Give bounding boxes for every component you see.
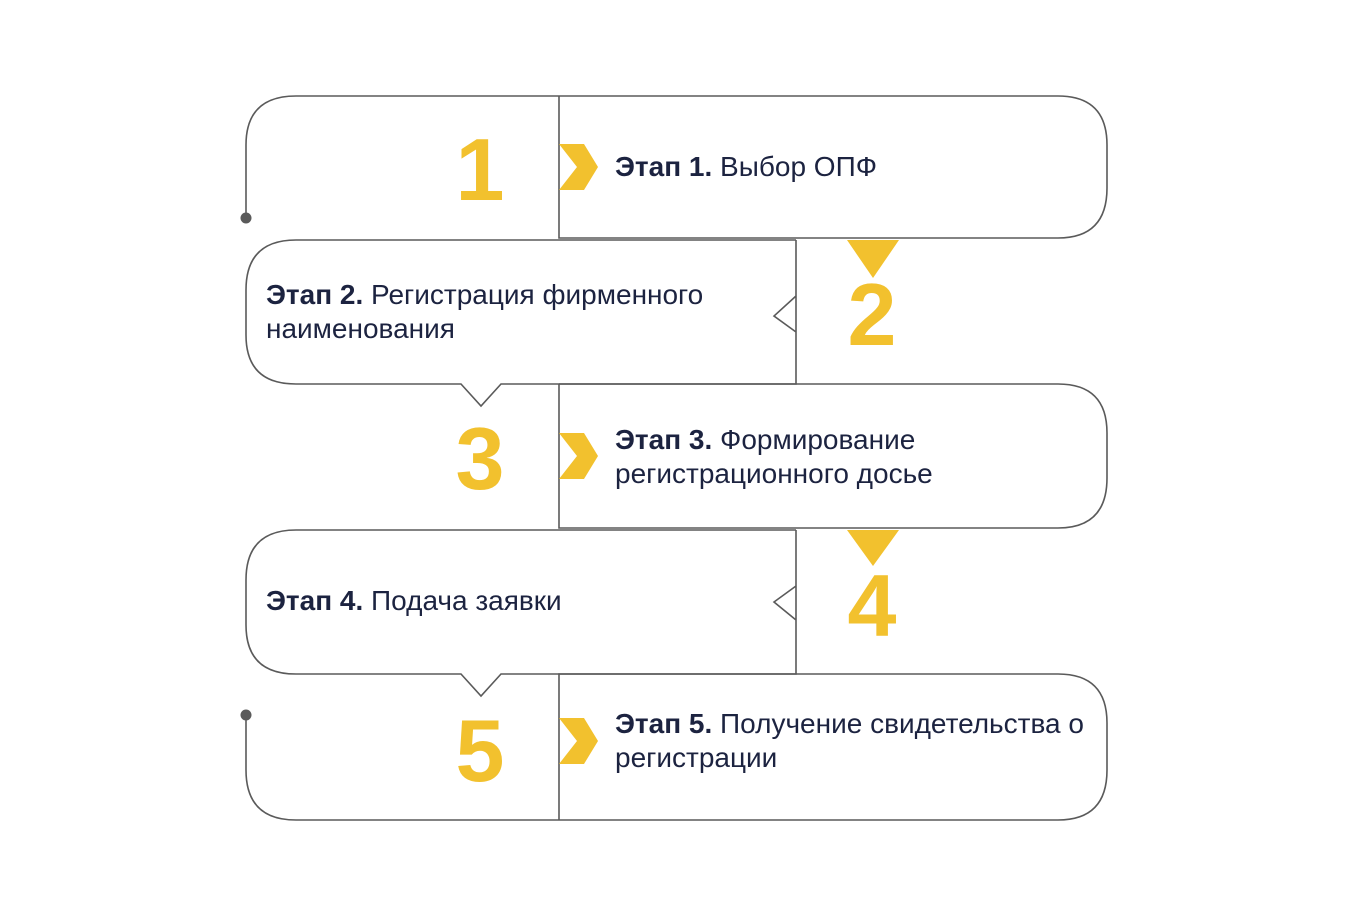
step-1-box: [245, 95, 1108, 239]
step-3-description: Формирование регистрационного досье: [615, 424, 933, 489]
step-5-label: Этап 5.: [615, 708, 713, 739]
step-5-description: Получение свидетельства о регистрации: [615, 708, 1084, 773]
step-4-description: Подача заявки: [371, 585, 562, 616]
step-4-label: Этап 4.: [266, 585, 364, 616]
step-2-description: Регистрация фирменного наименования: [266, 279, 704, 344]
chevron-right-icon: [559, 433, 598, 479]
chevron-right-icon: [559, 718, 598, 764]
chevron-down-icon: [847, 530, 899, 566]
start-dot: [240, 212, 252, 224]
step-1-label: Этап 1.: [615, 151, 713, 182]
chevron-down-icon: [847, 240, 899, 278]
step-5-number: 5: [455, 701, 505, 800]
step-3-label: Этап 3.: [615, 424, 713, 455]
end-dot: [240, 709, 252, 721]
step-3-number: 3: [455, 409, 505, 508]
step-5-text: Этап 5. Получение свидетельства о регист…: [615, 707, 1085, 775]
step-1-text: Этап 1. Выбор ОПФ: [615, 150, 1085, 184]
step-2-number: 2: [847, 265, 897, 364]
step-3-text: Этап 3. Формирование регистрационного до…: [615, 423, 1055, 491]
step-1-description: Выбор ОПФ: [720, 151, 877, 182]
step-1-number: 1: [455, 120, 505, 219]
step-2-text: Этап 2. Регистрация фирменного наименова…: [266, 278, 766, 346]
chevron-right-icon: [559, 144, 598, 190]
step-2-box: [245, 239, 797, 408]
step-5-box: [245, 673, 1108, 821]
step-4-box: [245, 529, 797, 698]
step-4-text: Этап 4. Подача заявки: [266, 584, 766, 618]
step-4-number: 4: [847, 556, 897, 655]
step-3-box: [558, 383, 1108, 529]
step-2-label: Этап 2.: [266, 279, 364, 310]
